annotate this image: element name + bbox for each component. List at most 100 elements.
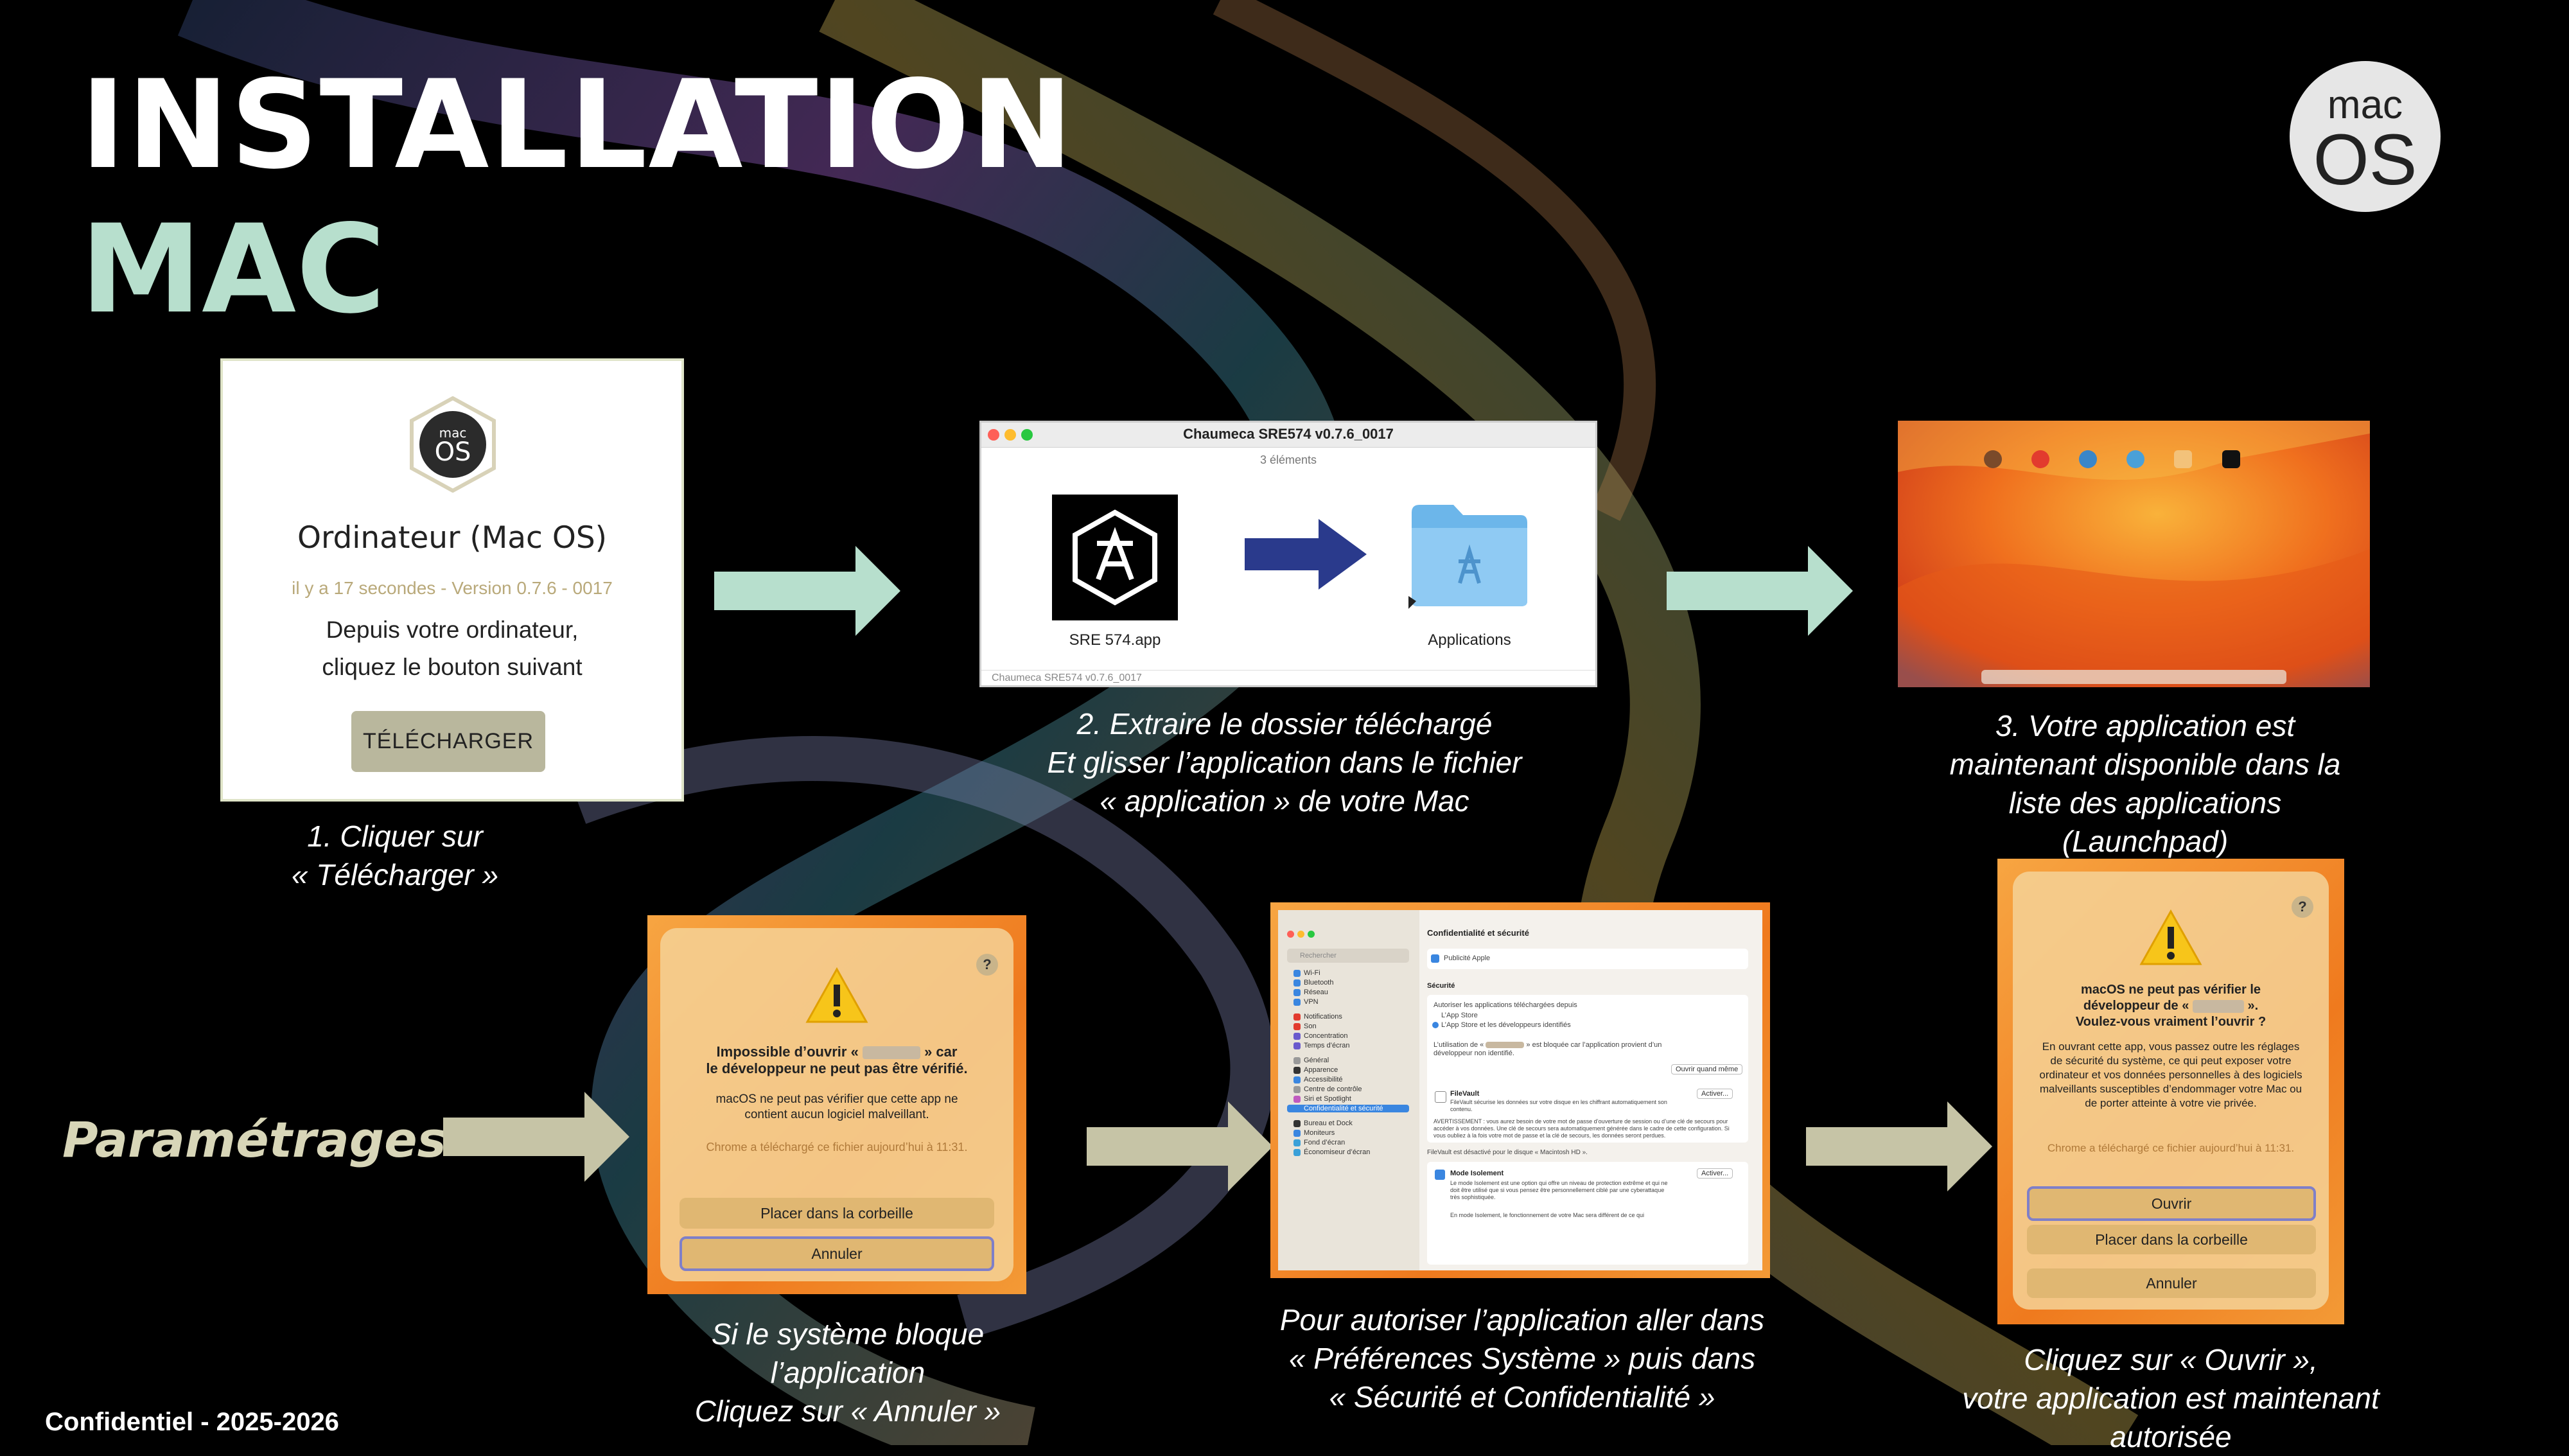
card-desc-line2: cliquez le bouton suivant	[322, 654, 583, 680]
launchpad-app-icons	[1984, 450, 2240, 468]
badge-text-bottom: OS	[2313, 119, 2417, 200]
section-label: Paramétrages	[62, 1111, 446, 1168]
help-button[interactable]: ?	[976, 954, 998, 976]
sidebar-item[interactable]: Apparence	[1293, 1066, 1338, 1074]
sidebar-item-icon	[1293, 1057, 1301, 1064]
sre574-app-icon[interactable]	[1052, 495, 1178, 620]
open-anyway-button[interactable]: Ouvrir quand même	[1671, 1064, 1743, 1074]
sidebar-item[interactable]: Concentration	[1293, 1032, 1348, 1040]
close-button[interactable]	[988, 429, 999, 441]
dock	[1981, 670, 2286, 684]
sidebar-item-icon	[1293, 1013, 1301, 1021]
sidebar-item[interactable]: Réseau	[1293, 988, 1328, 996]
sidebar-item-label: Wi-Fi	[1304, 969, 1320, 977]
arrow-right-icon	[1806, 1101, 1992, 1191]
option-identified-developers[interactable]: L’App Store et les développeurs identifi…	[1441, 1021, 1571, 1029]
sidebar-item[interactable]: Bluetooth	[1293, 979, 1333, 987]
sidebar-item[interactable]: Notifications	[1293, 1013, 1342, 1021]
dialog2-body: En ouvrant cette app, vous passez outre …	[2039, 1040, 2302, 1109]
ads-row[interactable]: Publicité Apple	[1427, 949, 1748, 969]
sidebar-item-icon	[1293, 1066, 1301, 1074]
lockdown-activate-button[interactable]: Activer...	[1697, 1168, 1733, 1179]
minimize-button[interactable]	[1297, 931, 1304, 938]
redacted-app-name	[2192, 999, 2244, 1013]
lockdown-icon	[1435, 1170, 1445, 1180]
sidebar-item[interactable]: Économiseur d’écran	[1293, 1148, 1370, 1156]
sidebar-item[interactable]: Accessibilité	[1293, 1076, 1343, 1083]
step3-caption: 3. Votre application est maintenant disp…	[1891, 706, 2399, 861]
filevault-status: FileVault est désactivé pour le disque «…	[1427, 1149, 1588, 1156]
lockdown-more: En mode Isolement, le fonctionnement de …	[1450, 1212, 1645, 1218]
filevault-description: FileVault sécurise les données sur votre…	[1450, 1099, 1667, 1112]
settings-caption: Pour autoriser l’application aller dans …	[1220, 1301, 1824, 1416]
sidebar-item-label: Confidentialité et sécurité	[1304, 1105, 1383, 1112]
sidebar-item[interactable]: Général	[1293, 1057, 1329, 1064]
security-heading: Sécurité	[1427, 982, 1455, 990]
card-desc-line1: Depuis votre ordinateur,	[326, 617, 579, 643]
sidebar-item[interactable]: Centre de contrôle	[1293, 1085, 1362, 1093]
slide-title: INSTALLATION	[80, 54, 1074, 196]
step2-caption-line2: Et glisser l’application dans le fichier	[1047, 746, 1522, 779]
open-button[interactable]: Ouvrir	[2027, 1186, 2316, 1221]
sidebar-item-icon	[1293, 1042, 1301, 1049]
warning-icon	[2139, 909, 2202, 965]
sidebar-item-icon	[1293, 1119, 1301, 1127]
sidebar-item[interactable]: Siri et Spotlight	[1293, 1095, 1351, 1103]
blocked-dialog-screenshot: ? Impossible d’ouvrir « » car le dévelop…	[647, 915, 1026, 1294]
dialog2-title: macOS ne peut pas vérifier le développeu…	[2026, 982, 2316, 1030]
redacted-app-name	[1486, 1042, 1525, 1049]
step3-caption-line3: liste des applications	[2008, 786, 2282, 820]
dialog2-title-d: Voulez-vous vraiment l’ouvrir ?	[2075, 1015, 2267, 1029]
drag-arrow-icon	[1245, 519, 1367, 590]
blocked-message: L’utilisation de « » est bloquée car l’a…	[1434, 1041, 1678, 1058]
sidebar-item-label: Notifications	[1304, 1013, 1342, 1021]
sidebar-item-label: Économiseur d’écran	[1304, 1148, 1371, 1156]
download-button[interactable]: TÉLÉCHARGER	[351, 711, 545, 772]
sidebar-item-label: Concentration	[1304, 1032, 1348, 1040]
help-button[interactable]: ?	[2292, 896, 2313, 918]
sidebar-item[interactable]: Temps d’écran	[1293, 1042, 1350, 1049]
download-card: mac OS Ordinateur (Mac OS) il y a 17 sec…	[220, 358, 684, 802]
zoom-button[interactable]	[1308, 931, 1315, 938]
badge-text-top: mac	[2327, 83, 2403, 127]
move-to-trash-button[interactable]: Placer dans la corbeille	[2027, 1225, 2316, 1254]
minimize-button[interactable]	[1004, 429, 1016, 441]
sidebar-item[interactable]: Son	[1293, 1022, 1317, 1030]
dialog1-title-b: » car	[924, 1044, 958, 1060]
sidebar-item[interactable]: Bureau et Dock	[1293, 1119, 1353, 1127]
confidential-footer: Confidentiel - 2025-2026	[45, 1408, 339, 1436]
sidebar-item[interactable]: Wi-Fi	[1293, 969, 1320, 977]
dialog2-title-b: développeur de «	[2083, 999, 2189, 1013]
cancel-button[interactable]: Annuler	[680, 1236, 994, 1271]
arrow-right-icon	[714, 546, 900, 636]
sidebar-item[interactable]: Confidentialité et sécurité	[1287, 1105, 1409, 1112]
card-meta: il y a 17 secondes - Version 0.7.6 - 001…	[292, 578, 613, 598]
finder-path-bar: Chaumeca SRE574 v0.7.6_0017	[981, 670, 1595, 685]
settings-caption-line3: « Sécurité et Confidentialité »	[1329, 1380, 1715, 1414]
sidebar-item[interactable]: Moniteurs	[1293, 1129, 1335, 1137]
cancel-button[interactable]: Annuler	[2027, 1268, 2316, 1298]
sidebar-item-label: Bureau et Dock	[1304, 1119, 1353, 1127]
sidebar-item-icon	[1293, 1076, 1301, 1083]
step1-caption-line1: 1. Cliquer sur	[307, 820, 483, 853]
dialog2-note: Chrome a téléchargé ce fichier aujourd’h…	[2047, 1142, 2295, 1154]
applications-folder-icon[interactable]	[1408, 500, 1530, 609]
option-app-store[interactable]: L’App Store	[1441, 1012, 1478, 1019]
app-label: SRE 574.app	[1069, 631, 1161, 649]
open-dialog-screenshot: ? macOS ne peut pas vérifier le développ…	[1997, 859, 2344, 1324]
filevault-activate-button[interactable]: Activer...	[1697, 1089, 1733, 1099]
move-to-trash-button[interactable]: Placer dans la corbeille	[680, 1198, 994, 1229]
sidebar-item-icon	[1293, 1105, 1301, 1112]
settings-search-input[interactable]: Rechercher	[1287, 949, 1409, 963]
dialog1-caption-line1: Si le système bloque	[711, 1317, 985, 1351]
arrow-right-icon	[443, 1092, 629, 1182]
finder-item-count: 3 éléments	[1259, 453, 1317, 466]
blocked-b: » est bloquée car l’application provient…	[1434, 1041, 1662, 1057]
sidebar-item[interactable]: VPN	[1293, 998, 1319, 1006]
step2-caption-line1: 2. Extraire le dossier téléchargé	[1076, 707, 1493, 741]
close-button[interactable]	[1287, 931, 1294, 938]
sidebar-item[interactable]: Fond d’écran	[1293, 1139, 1345, 1146]
slide-subtitle: MAC	[80, 198, 386, 340]
zoom-button[interactable]	[1021, 429, 1033, 441]
dialog2-title-a: macOS ne peut pas vérifier le	[2080, 983, 2261, 997]
